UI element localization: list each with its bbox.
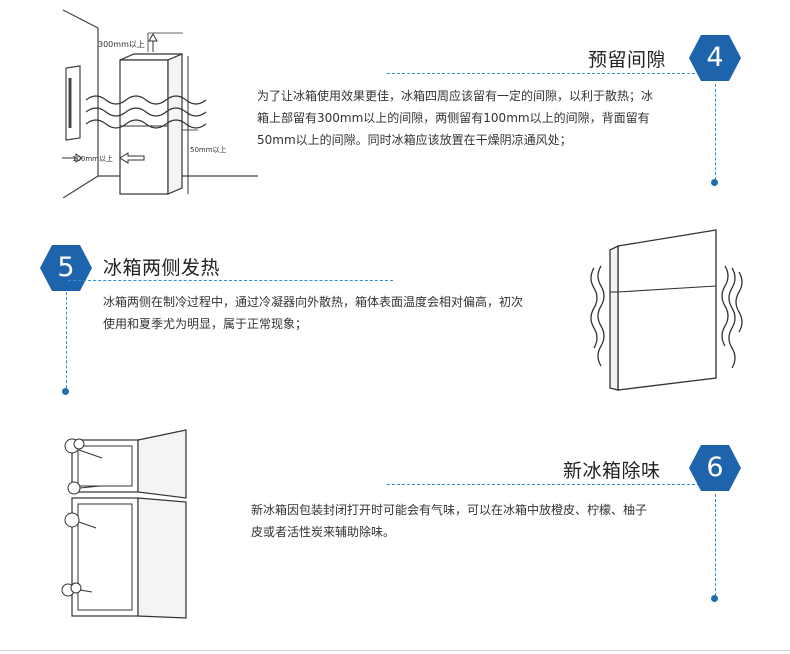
fridge-heat-icon: [590, 229, 743, 391]
label-100mm: 100mm以上: [72, 154, 113, 163]
section-4-divider: [387, 73, 705, 74]
section-4-title: 预留间隙: [588, 49, 667, 71]
section-5-divider: [68, 280, 393, 281]
section-6-text-line: 新冰箱因包装封闭打开时可能会有气味，可以在冰箱中放橙皮、柠檬、柚子: [251, 503, 648, 517]
label-300mm: 300mm以上: [98, 40, 145, 49]
section-4-text-line: 箱上部留有300mm以上的间隙，两侧留有100mm以上的间隙，背面留有: [257, 111, 650, 125]
fridge-open-icon: [61, 429, 187, 619]
section-6-illustration: [52, 428, 202, 620]
section-5-text-line: 冰箱两侧在制冷过程中，通过冷凝器向外散热，箱体表面温度会相对偏高，初次: [103, 295, 524, 309]
hexagon-icon: [689, 445, 741, 491]
section-4-dot: [711, 179, 718, 186]
section-4-connector: [715, 84, 716, 180]
section-6-dot: [711, 595, 718, 602]
hexagon-icon: [40, 245, 92, 291]
section-5-title: 冰箱两侧发热: [103, 257, 221, 279]
section-6-text-line: 皮或者活性炭来辅助除味。: [251, 525, 396, 539]
section-6-badge: 6: [688, 443, 742, 493]
section-5-badge: 5: [39, 243, 93, 293]
section-6-number: 6: [706, 452, 724, 483]
section-4-text: 为了让冰箱使用效果更佳，冰箱四周应该留有一定的间隙，以利于散热；冰 箱上部留有3…: [257, 85, 697, 151]
section-6-divider: [387, 484, 705, 485]
section-6-text: 新冰箱因包装封闭打开时可能会有气味，可以在冰箱中放橙皮、柠檬、柚子 皮或者活性炭…: [251, 499, 701, 543]
section-5-dot: [62, 388, 69, 395]
section-4-text-line: 50mm以上的间隙。同时冰箱应该放置在干燥阴凉通风处；: [257, 133, 572, 147]
section-5-connector: [66, 292, 67, 388]
section-5-text-line: 使用和夏季尤为明显，属于正常现象；: [103, 317, 308, 331]
bottom-divider: [0, 650, 790, 651]
label-50mm: 50mm以上: [190, 145, 227, 154]
section-6-connector: [715, 494, 716, 596]
section-4-illustration: 300mm以上 100mm以上 50mm以上: [58, 8, 258, 199]
section-5-illustration: [588, 228, 748, 398]
section-5-number: 5: [57, 252, 75, 283]
section-4-badge: 4: [688, 33, 742, 83]
section-4-text-line: 为了让冰箱使用效果更佳，冰箱四周应该留有一定的间隙，以利于散热；冰: [257, 89, 654, 103]
section-6-title: 新冰箱除味: [563, 460, 661, 482]
hexagon-icon: [689, 35, 741, 81]
section-4-number: 4: [706, 42, 724, 73]
fridge-clearance-diagram: 300mm以上 100mm以上 50mm以上: [62, 9, 258, 199]
section-5-text: 冰箱两侧在制冷过程中，通过冷凝器向外散热，箱体表面温度会相对偏高，初次 使用和夏…: [103, 291, 563, 335]
